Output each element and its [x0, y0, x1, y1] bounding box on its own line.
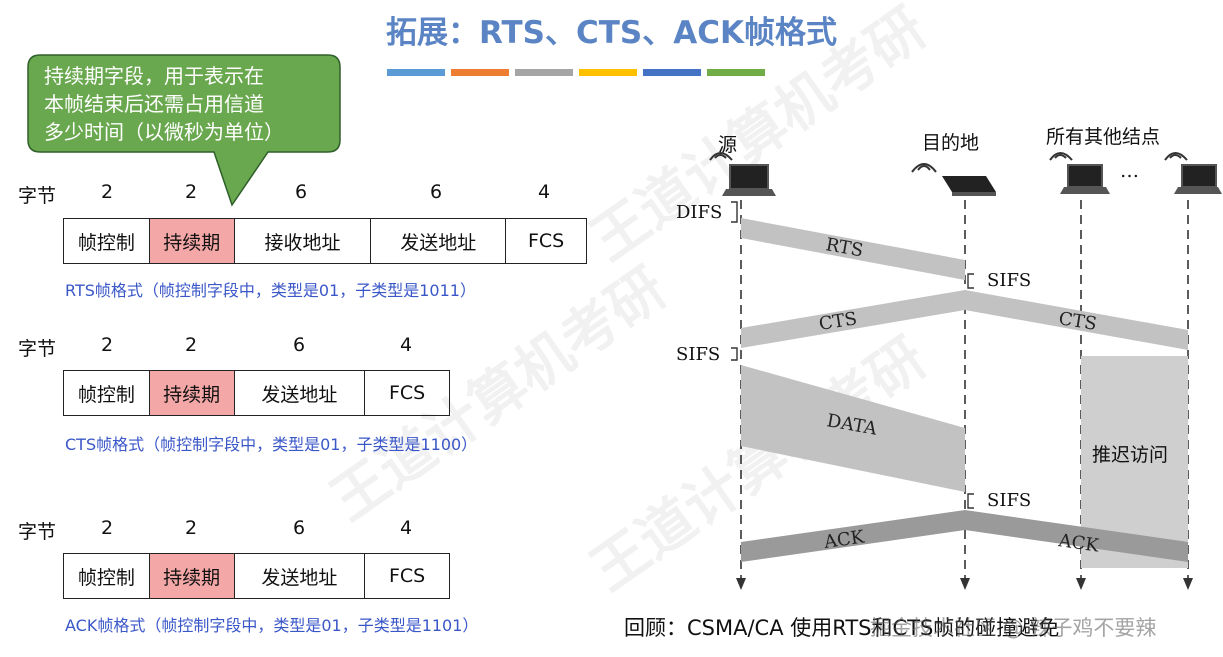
- accent-color-bars: [387, 69, 765, 76]
- sifs-label: SIFS: [987, 490, 1032, 511]
- cts-band-others: [965, 290, 1188, 350]
- source-laptop-icon: [709, 152, 776, 196]
- footer-text: 回顾：CSMA/CA 使用RTS和CTS帧的碰撞避免: [624, 616, 1060, 640]
- rts-frame: 帧控制 持续期 接收地址 发送地址 FCS: [63, 218, 587, 264]
- timeline-arrow: [736, 578, 746, 590]
- other-nodes-label: 所有其他结点: [1046, 126, 1161, 148]
- byte-count: 4: [399, 517, 413, 539]
- callout-line: 本帧结束后还需占用信道: [44, 92, 264, 116]
- byte-count: 6: [292, 334, 306, 356]
- accent-bar: [579, 69, 637, 76]
- field-frame-control: 帧控制: [64, 554, 150, 598]
- accent-bar: [515, 69, 573, 76]
- destination-router-icon: [911, 163, 996, 196]
- field-duration: 持续期: [149, 554, 235, 598]
- cts-caption: CTS帧格式（帧控制字段中，类型是01，子类型是1100）: [65, 435, 478, 454]
- byte-count: 6: [292, 517, 306, 539]
- difs-label: DIFS: [676, 202, 723, 223]
- rts-label: RTS: [824, 234, 865, 261]
- rts-band: [741, 218, 965, 280]
- ack-caption: ACK帧格式（帧控制字段中，类型是01，子类型是1101）: [65, 616, 479, 635]
- sifs-label: SIFS: [987, 270, 1032, 291]
- byte-count: 6: [429, 181, 443, 203]
- byte-count: 4: [399, 334, 413, 356]
- ellipsis-label: …: [1120, 160, 1139, 182]
- field-sender-address: 发送地址: [235, 554, 366, 598]
- byte-count: 2: [184, 334, 198, 356]
- field-fcs: FCS: [388, 565, 426, 587]
- callout-line: 多少时间（以微秒为单位）: [44, 120, 284, 144]
- cts-frame: 帧控制 持续期 发送地址 FCS: [63, 370, 450, 416]
- byte-count: 2: [184, 517, 198, 539]
- ack-frame: 帧控制 持续期 发送地址 FCS: [63, 553, 450, 599]
- ack-label: ACK: [822, 526, 866, 553]
- footer-watermark: 掘金技术社区 @ 辣子鸡不要辣: [870, 616, 1157, 640]
- destination-label: 目的地: [922, 132, 980, 154]
- cts-band-source: [741, 290, 965, 348]
- cts-label: CTS: [1057, 308, 1098, 335]
- accent-bar: [387, 69, 445, 76]
- bytes-label: 字节: [18, 338, 57, 360]
- field-duration: 持续期: [149, 371, 235, 415]
- timing-svg: RTS CTS CTS DATA ACK ACK: [709, 152, 1222, 590]
- other-node-laptop-icon: [1164, 152, 1222, 194]
- ack-band-others: [965, 510, 1188, 562]
- page-title: 拓展：RTS、CTS、ACK帧格式: [386, 15, 837, 51]
- timeline-arrow: [1183, 578, 1193, 590]
- accent-bar: [643, 69, 701, 76]
- field-sender-address: 发送地址: [371, 219, 507, 263]
- accent-bar: [451, 69, 509, 76]
- data-band: [741, 365, 965, 492]
- sifs-bracket: [967, 273, 974, 289]
- field-frame-control: 帧控制: [64, 371, 150, 415]
- field-duration: 持续期: [149, 219, 235, 263]
- sifs-bracket: [731, 347, 738, 361]
- timeline-arrow: [960, 578, 970, 590]
- field-receiver-address: 接收地址: [235, 219, 372, 263]
- field-frame-control: 帧控制: [64, 219, 150, 263]
- byte-count: 2: [100, 334, 114, 356]
- bytes-label: 字节: [18, 185, 57, 207]
- callout-text: 持续期字段，用于表示在 本帧结束后还需占用信道 多少时间（以微秒为单位）: [44, 62, 334, 146]
- byte-count: 2: [100, 517, 114, 539]
- ack-label: ACK: [1056, 530, 1100, 557]
- sifs-bracket: [967, 493, 974, 509]
- field-sender-address: 发送地址: [235, 371, 366, 415]
- sifs-label: SIFS: [676, 344, 721, 365]
- bytes-label: 字节: [18, 521, 57, 543]
- byte-count: 2: [100, 181, 114, 203]
- field-fcs: FCS: [388, 382, 426, 404]
- other-node-laptop-icon: [1049, 152, 1110, 194]
- rts-caption: RTS帧格式（帧控制字段中，类型是01，子类型是1011）: [65, 281, 476, 300]
- byte-count: 6: [294, 181, 308, 203]
- defer-access-label: 推迟访问: [1092, 444, 1169, 466]
- byte-count: 4: [537, 181, 551, 203]
- timeline-arrow: [1076, 578, 1086, 590]
- difs-bracket: [731, 201, 738, 223]
- accent-bar: [707, 69, 765, 76]
- byte-count: 2: [184, 181, 198, 203]
- source-label: 源: [718, 134, 738, 156]
- field-fcs: FCS: [527, 230, 565, 252]
- ack-band-source: [741, 510, 965, 562]
- callout-line: 持续期字段，用于表示在: [44, 64, 264, 88]
- cts-label: CTS: [817, 308, 858, 335]
- csma-ca-timing-diagram: 源 目的地 所有其他结点 … DIFS SIFS SIFS SIFS: [660, 110, 1223, 600]
